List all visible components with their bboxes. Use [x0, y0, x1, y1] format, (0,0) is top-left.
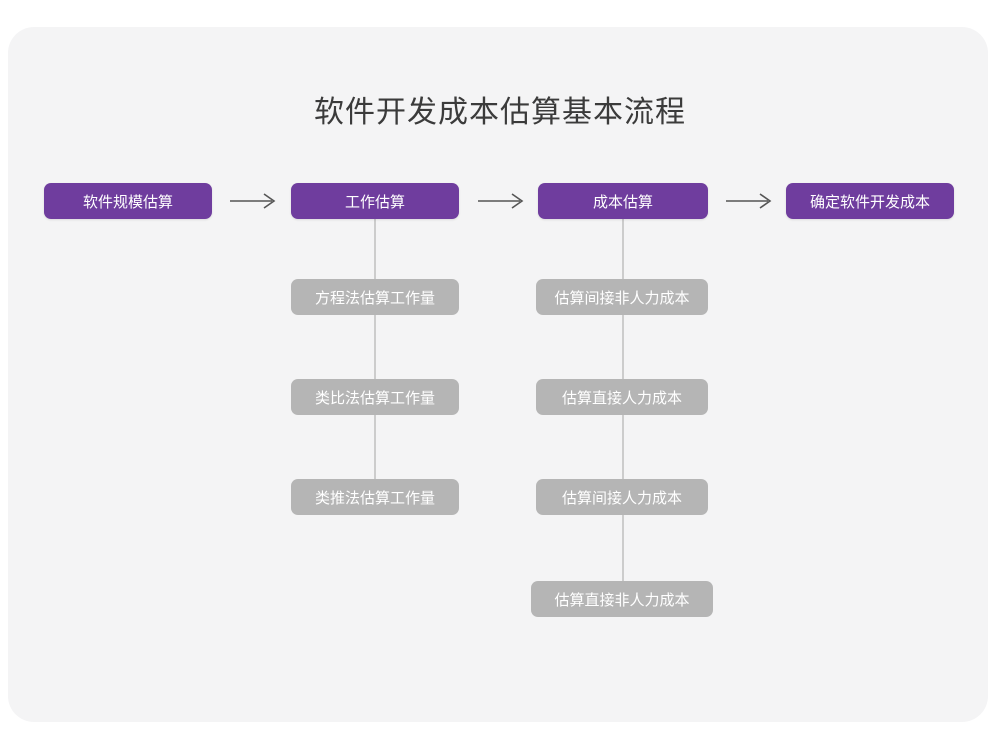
arrow-right-icon-1: [228, 189, 280, 213]
page-title: 软件开发成本估算基本流程: [314, 96, 686, 129]
step-node-determine-development-cost[interactable]: 确定软件开发成本: [786, 183, 954, 219]
diagram-card-background: [8, 27, 988, 722]
sub-node-indirect-labor-cost[interactable]: 估算间接人力成本: [536, 479, 708, 515]
sub-node-label: 方程法估算工作量: [314, 289, 435, 307]
sub-node-analogy-method-workload[interactable]: 类比法估算工作量: [291, 379, 459, 415]
step-node-label: 软件规模估算: [82, 193, 173, 211]
step-node-software-scale-estimation[interactable]: 软件规模估算: [44, 183, 212, 219]
sub-node-direct-labor-cost[interactable]: 估算直接人力成本: [536, 379, 708, 415]
arrow-right-icon-3: [724, 189, 776, 213]
sub-node-label: 类比法估算工作量: [314, 389, 435, 407]
sub-node-label: 估算直接非人力成本: [554, 591, 690, 609]
sub-node-equation-method-workload[interactable]: 方程法估算工作量: [291, 279, 459, 315]
sub-node-label: 估算间接非人力成本: [554, 289, 690, 307]
step-node-work-estimation[interactable]: 工作估算: [291, 183, 459, 219]
arrow-right-icon-2: [476, 189, 528, 213]
step-node-cost-estimation[interactable]: 成本估算: [538, 183, 708, 219]
sub-node-label: 估算直接人力成本: [561, 389, 682, 407]
sub-node-inference-method-workload[interactable]: 类推法估算工作量: [291, 479, 459, 515]
sub-node-direct-non-labor-cost[interactable]: 估算直接非人力成本: [531, 581, 713, 617]
sub-node-indirect-non-labor-cost[interactable]: 估算间接非人力成本: [536, 279, 708, 315]
step-node-label: 确定软件开发成本: [809, 193, 930, 211]
sub-node-label: 估算间接人力成本: [561, 489, 682, 507]
connector-line-work-branch: [374, 217, 376, 499]
sub-node-label: 类推法估算工作量: [314, 489, 435, 507]
step-node-label: 成本估算: [592, 193, 653, 211]
step-node-label: 工作估算: [344, 193, 405, 211]
